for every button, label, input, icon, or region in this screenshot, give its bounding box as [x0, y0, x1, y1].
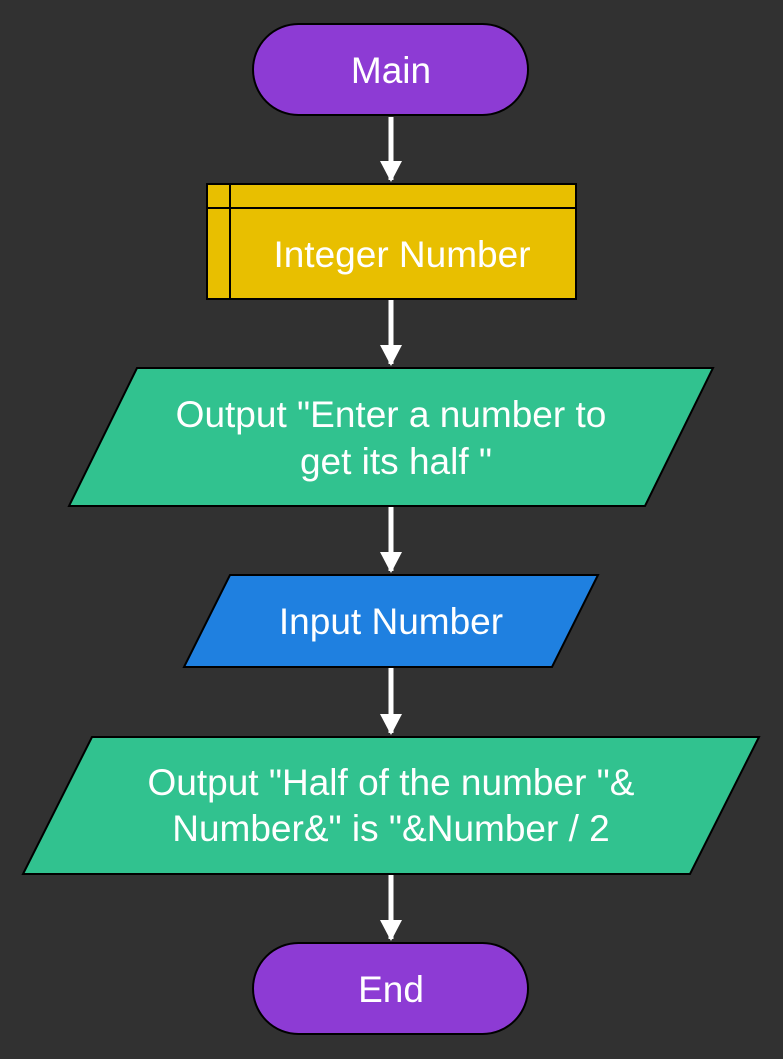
- node-output2-label-line1: Output "Half of the number "&: [148, 762, 635, 803]
- arrowhead-input1-output2: [380, 714, 402, 735]
- input-shape: [182, 574, 600, 668]
- arrowhead-output2-end: [380, 920, 402, 941]
- node-output1-label-line2: get its half ": [300, 441, 492, 482]
- node-input1-label: Input Number: [279, 601, 503, 642]
- node-output2-label-line2: Number&" is "&Number / 2: [172, 808, 610, 849]
- node-end[interactable]: End: [252, 942, 529, 1035]
- output-shape: [67, 367, 715, 507]
- declare-shape: [206, 183, 577, 300]
- node-output2[interactable]: Output "Half of the number "& Number&" i…: [21, 736, 761, 875]
- arrowhead-declare-output1: [380, 345, 402, 366]
- node-output1[interactable]: Output "Enter a number to get its half ": [67, 367, 715, 507]
- node-input1[interactable]: Input Number: [182, 574, 600, 668]
- terminal-shape: [252, 23, 529, 116]
- node-declare[interactable]: Integer Number: [206, 183, 577, 300]
- node-declare-label: Integer Number: [273, 234, 530, 275]
- arrowhead-start-declare: [380, 161, 402, 182]
- connectors: [380, 117, 402, 941]
- node-output1-label-line1: Output "Enter a number to: [176, 394, 607, 435]
- output-shape: [21, 736, 761, 875]
- terminal-shape: [252, 942, 529, 1035]
- node-start[interactable]: Main: [252, 23, 529, 116]
- arrowhead-output1-input1: [380, 552, 402, 573]
- node-end-label: End: [358, 969, 424, 1010]
- node-start-label: Main: [351, 50, 431, 91]
